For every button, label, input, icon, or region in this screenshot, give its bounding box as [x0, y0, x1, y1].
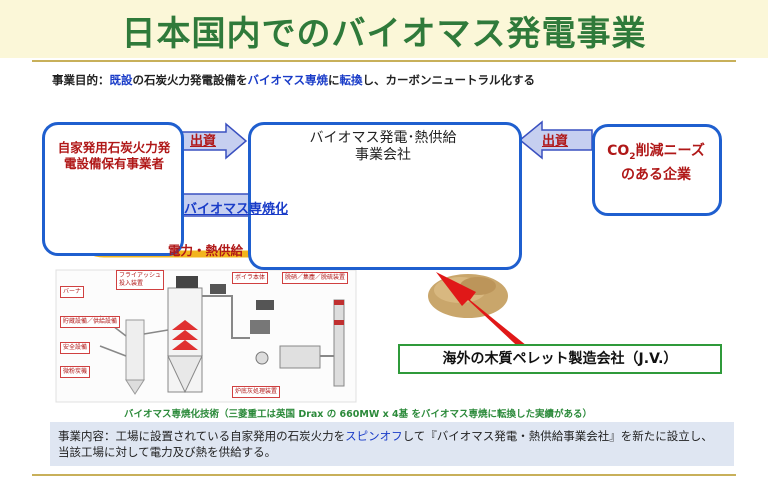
invest-arrow-left — [177, 122, 248, 160]
invest-label-right: 出資 — [542, 134, 569, 149]
title-divider — [32, 60, 736, 62]
co2-company-label: CO2削減ニーズ のある企業 — [594, 142, 718, 184]
co2-company-line1: CO2削減ニーズ — [607, 143, 705, 162]
tag-fly-ash: フライアッシュ投入装置 — [116, 270, 165, 290]
coal-owner-line1: 自家発用石炭火力発 — [57, 140, 171, 155]
biomass-company-line2: 事業会社 — [355, 147, 411, 163]
biomass-company-line1: バイオマス発電･熱供給 — [309, 130, 457, 146]
spin-off-label: バイオマス専焼化 — [184, 202, 289, 217]
co2-company-box — [592, 124, 722, 216]
power-heat-label: 電力・熱供給 — [168, 243, 244, 258]
coal-owner-line2: 電設備保有事業者 — [63, 156, 164, 171]
coal-owner-label: 自家発用石炭火力発 電設備保有事業者 — [48, 140, 180, 172]
purpose-text: 事業目的：既設の石炭火力発電設備をバイオマス専焼に転換し、カーボンニュートラル化… — [52, 72, 535, 88]
tag-dust: 脱硝／集塵／脱硫装置 — [282, 272, 349, 284]
bottom-divider — [32, 474, 736, 476]
boiler-schematic — [55, 269, 357, 403]
business-content-line1: 事業内容：工場に設置されている自家発用の石炭火力をスピンオフして『バイオマス発電… — [58, 429, 713, 443]
tag-burner: バーナ — [60, 286, 85, 298]
tag-furnace: 炉底灰処理装置 — [232, 386, 281, 398]
page-title: 日本国内でのバイオマス発電事業 — [121, 14, 647, 54]
tag-safety: 安全設備 — [60, 342, 91, 354]
tag-boiler: ボイラ本体 — [232, 272, 269, 284]
business-content-line2: 当該工場に対して電力及び熱を供給する。 — [58, 445, 277, 459]
coal-owner-box — [42, 122, 184, 256]
biomass-company-label: バイオマス発電･熱供給 事業会社 — [250, 130, 516, 164]
business-content-text: 事業内容：工場に設置されている自家発用の石炭火力をスピンオフして『バイオマス発電… — [58, 428, 730, 460]
pellet-supply-arrow — [436, 272, 532, 356]
purpose-convert: 転換 — [339, 73, 363, 87]
purpose-suffix: し、カーボンニュートラル化する — [362, 73, 536, 87]
pellet-company-box — [398, 344, 722, 374]
biomass-company-box — [248, 122, 522, 270]
purpose-mid1: の石炭火力発電設備を — [132, 73, 248, 87]
purpose-mid2: に — [328, 73, 340, 87]
invest-label-left: 出資 — [190, 134, 217, 149]
invest-arrow-right — [518, 120, 593, 160]
purpose-biomass: バイオマス専焼 — [247, 73, 329, 87]
purpose-prefix: 事業目的： — [52, 73, 110, 87]
tech-caption: バイオマス専焼化技術（三菱重工は英国 Drax の 660MW x 4基 をバイ… — [124, 409, 592, 420]
pellet-company-label: 海外の木質ペレット製造会社（J.V.） — [442, 351, 678, 367]
business-content-box — [50, 422, 734, 466]
tag-storage: 貯蔵設備／供給設備 — [60, 316, 121, 328]
title-band — [0, 0, 768, 58]
tag-mill: 微粉炭機 — [60, 366, 91, 378]
purpose-existing: 既設 — [109, 73, 133, 87]
co2-company-line2: のある企業 — [621, 166, 691, 183]
